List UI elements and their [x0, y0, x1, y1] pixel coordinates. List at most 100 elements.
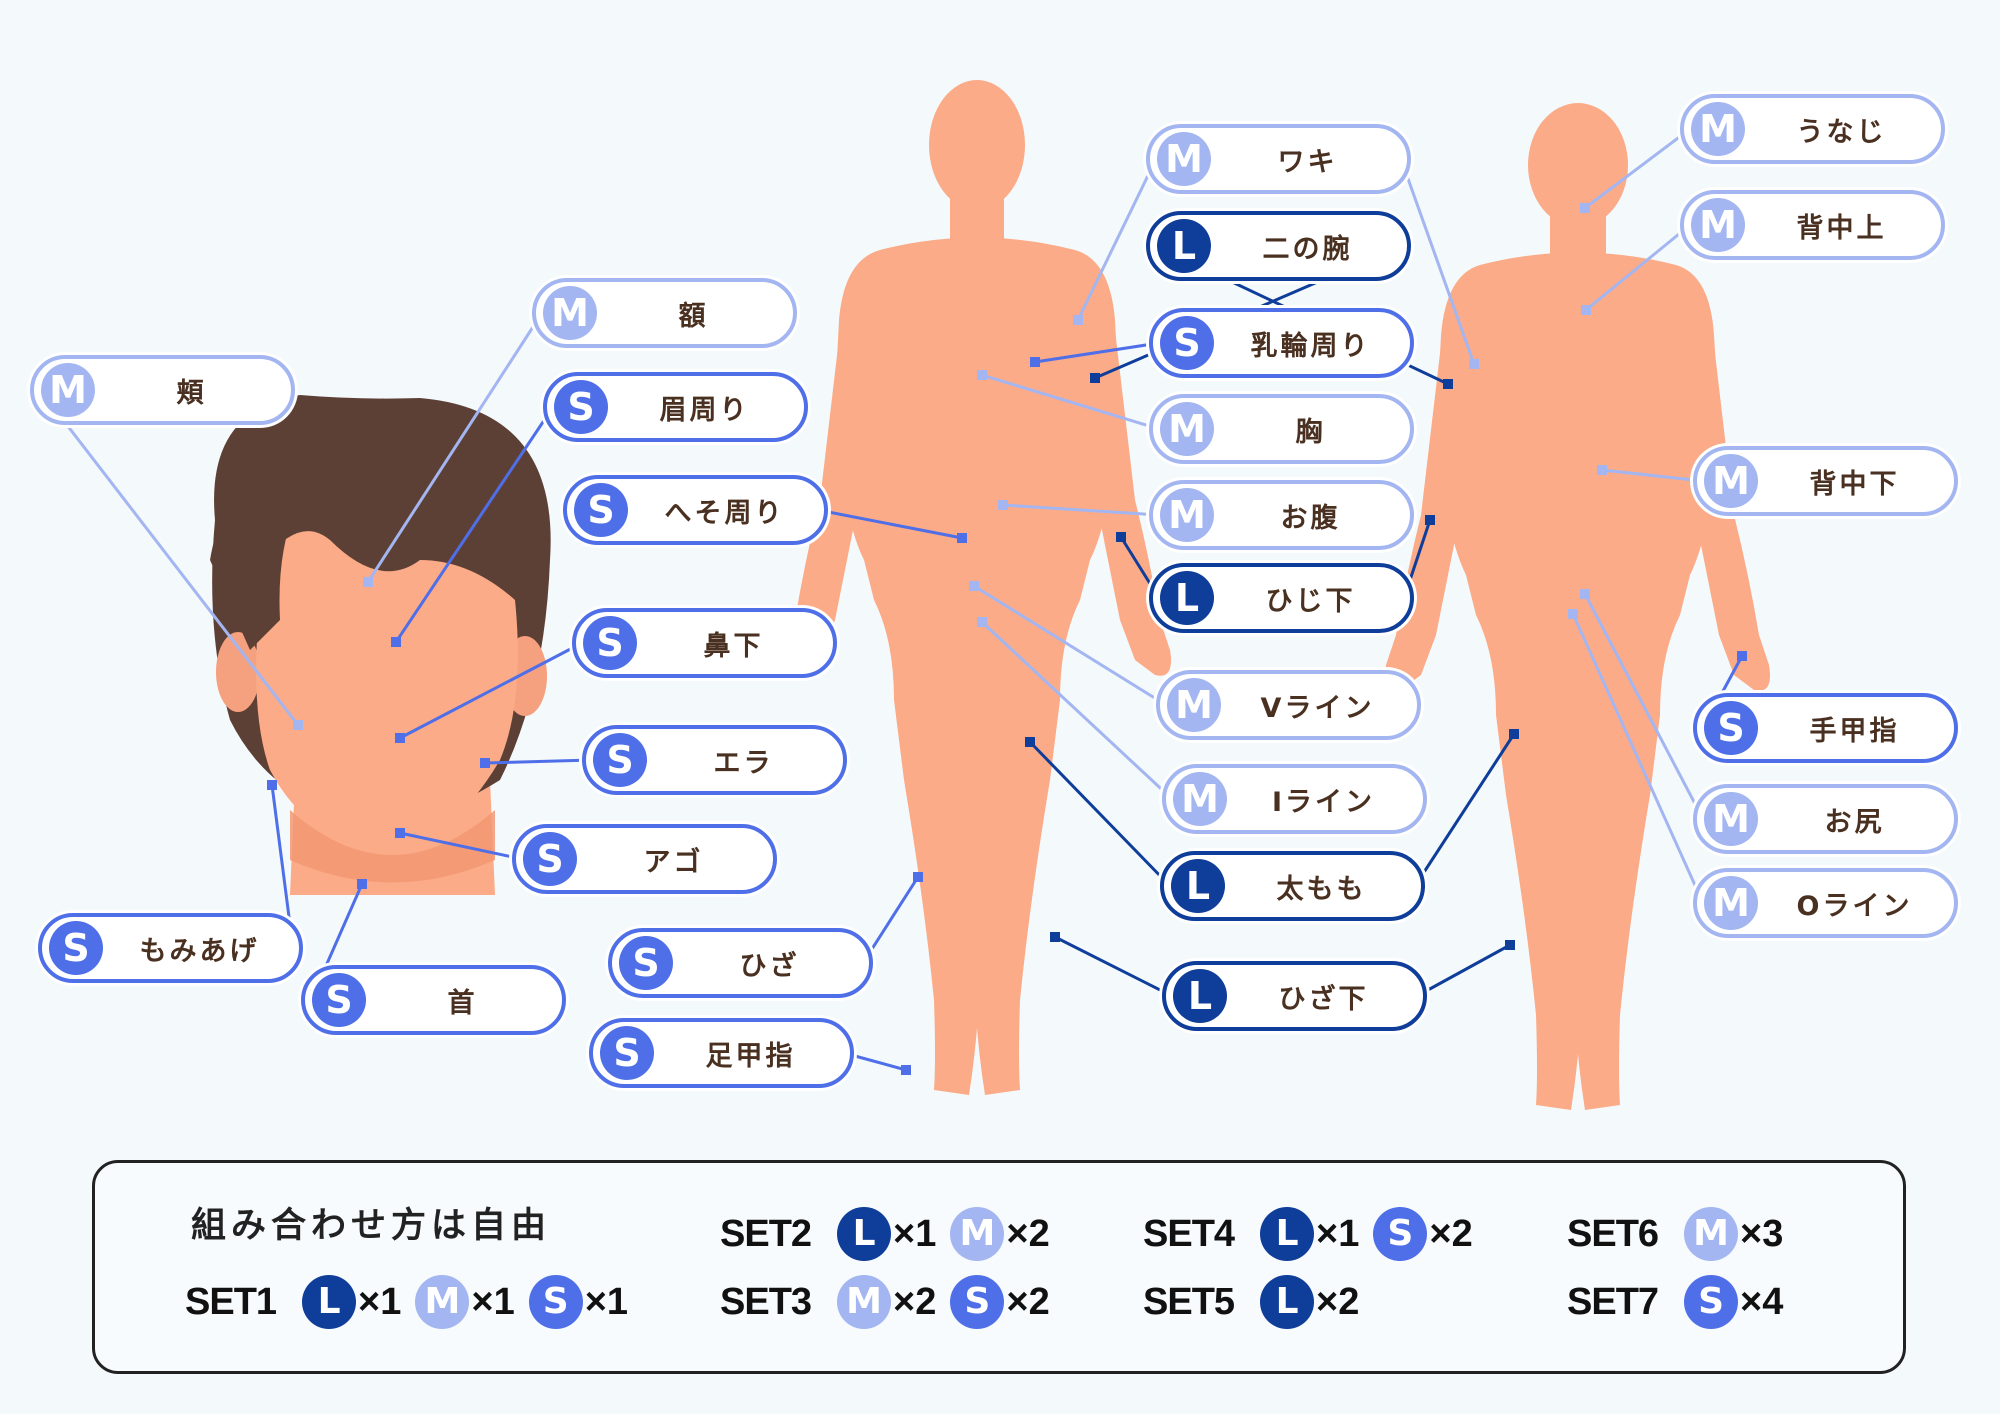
size-S-badge: S [49, 921, 103, 975]
nape-point-marker [1580, 203, 1590, 213]
count-text: ×1 [471, 1280, 515, 1323]
label-text: Vライン [1260, 692, 1375, 724]
sideburns-point-marker [267, 780, 277, 790]
set-name: SET1 [185, 1280, 277, 1323]
set-name: SET4 [1143, 1212, 1235, 1255]
label-text: アゴ [643, 846, 704, 878]
count-text: ×2 [1316, 1280, 1360, 1323]
count-text: ×3 [1740, 1212, 1784, 1255]
size-M-badge: M [543, 286, 597, 340]
upper-arm-back-point-marker [1443, 379, 1453, 389]
upper-arm-point-marker [1090, 373, 1100, 383]
knee-connector [861, 876, 920, 964]
lower-back-point-marker [1597, 465, 1607, 475]
size-M-badge: M [1157, 132, 1211, 186]
cheek-connector [38, 389, 300, 726]
armpit-back-connector [1399, 158, 1476, 365]
count-text: ×2 [1429, 1212, 1473, 1255]
size-S-badge: S [1684, 1275, 1739, 1329]
forearm-point-marker [1116, 532, 1126, 542]
label-text: ひじ下 [1265, 585, 1356, 617]
legend-title: 組み合わせ方は自由 [191, 1206, 552, 1246]
label-text: ワキ [1277, 146, 1338, 178]
o-line-point-marker [1568, 609, 1578, 619]
nipple-connector [1034, 341, 1160, 364]
label-text: 足甲指 [705, 1040, 796, 1072]
navel-point-marker [957, 533, 967, 543]
label-text: ひざ [739, 950, 800, 982]
forehead-point-marker [363, 577, 373, 587]
upper-back-point-marker [1581, 305, 1591, 315]
size-L-badge: L [1171, 859, 1225, 913]
size-M-badge: M [950, 1207, 1005, 1261]
hand-point-marker [1737, 651, 1747, 661]
label-text: 胸 [1295, 416, 1326, 448]
count-text: ×4 [1740, 1280, 1784, 1323]
size-S-badge: S [1160, 316, 1214, 370]
lower-leg-point-marker [1050, 932, 1060, 942]
size-S-badge: S [523, 832, 577, 886]
count-text: ×1 [584, 1280, 629, 1323]
thigh-back-point-marker [1509, 729, 1519, 739]
label-text: へそ周り [664, 497, 785, 529]
lower-leg-back-connector [1416, 943, 1511, 998]
set-name: SET7 [1567, 1280, 1659, 1323]
belly-connector [1002, 503, 1160, 517]
size-S-badge: S [583, 616, 637, 670]
upper-back-connector [1585, 223, 1691, 312]
label-text: Oライン [1796, 890, 1913, 922]
set-name: SET2 [720, 1212, 812, 1255]
size-L-badge: L [1260, 1207, 1315, 1261]
size-S-badge: S [528, 1275, 583, 1329]
label-v-line: M Vライン [1156, 670, 1421, 740]
label-armpit: M ワキ [1146, 124, 1411, 194]
size-M-badge: M [41, 363, 95, 417]
thigh-back-connector [1413, 733, 1516, 887]
v-line-point-marker [969, 581, 979, 591]
jaw-point-marker [480, 758, 490, 768]
under-nose-connector [399, 641, 583, 740]
size-L-badge: L [1260, 1275, 1315, 1329]
thigh-point-marker [1025, 737, 1035, 747]
set-name: SET5 [1143, 1280, 1235, 1323]
size-M-badge: M [1167, 678, 1221, 732]
label-chin: S アゴ [512, 824, 777, 894]
label-text: 背中上 [1796, 212, 1887, 244]
legend-set5: SET5 L×2 [1143, 1275, 1373, 1329]
size-M-badge: M [1704, 876, 1758, 930]
armpit-point-marker [1073, 315, 1083, 325]
size-S-badge: S [1704, 701, 1758, 755]
cheek-point-marker [293, 720, 303, 730]
count-text: ×1 [358, 1280, 402, 1323]
count-text: ×2 [1006, 1212, 1050, 1255]
size-M-badge: M [837, 1275, 892, 1329]
label-text: 乳輪周り [1250, 330, 1371, 362]
lower-back-connector [1601, 468, 1704, 483]
chest-point-marker [977, 370, 987, 380]
foot-connector [843, 1051, 907, 1072]
connector-lines [38, 127, 1747, 1075]
label-text: 頬 [176, 377, 207, 409]
label-text: 太もも [1276, 873, 1367, 905]
size-M-badge: M [415, 1275, 470, 1329]
count-text: ×1 [1316, 1212, 1360, 1255]
size-L-badge: L [1173, 969, 1227, 1023]
